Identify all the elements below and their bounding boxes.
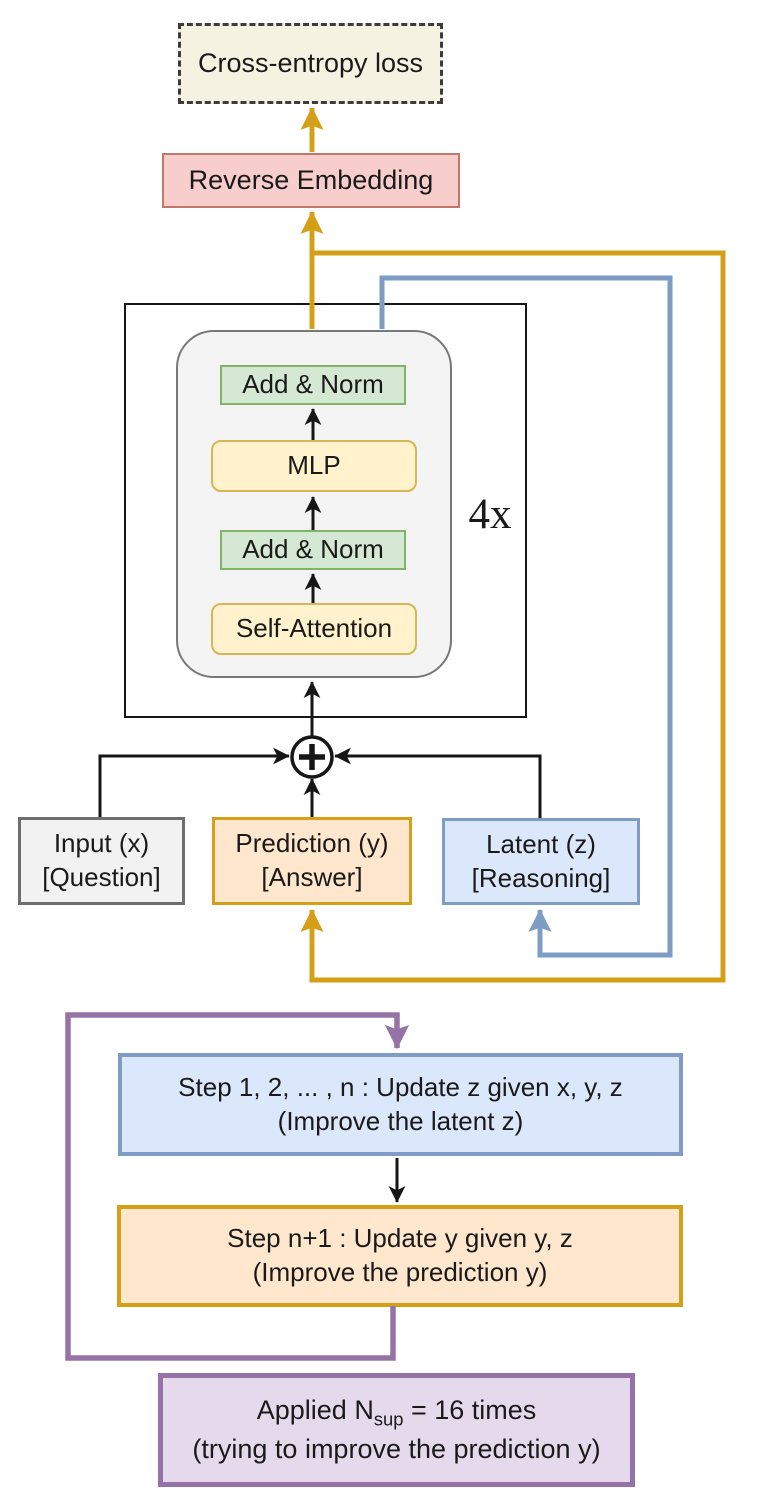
self-attention-label: Self-Attention <box>235 613 393 644</box>
add-combiner-icon <box>290 735 334 779</box>
self-attention-box: Self-Attention <box>211 603 417 655</box>
applied-n-sup-box: Applied Nsup = 16 times (trying to impro… <box>158 1373 635 1487</box>
input-x-title: Input (x) <box>53 828 150 859</box>
reverse-embedding-label: Reverse Embedding <box>188 164 434 195</box>
connector-input-to-combiner <box>98 747 290 817</box>
repeat-4x-label: 4x <box>468 491 512 539</box>
update-z-line1: Step 1, 2, ... , n : Update z given x, y… <box>178 1071 623 1102</box>
add-norm-bottom-box: Add & Norm <box>220 530 406 570</box>
update-y-line2: (Improve the prediction y) <box>252 1257 548 1287</box>
applied-subscript: sup <box>373 1408 404 1430</box>
cross-entropy-loss-box: Cross-entropy loss <box>178 23 443 104</box>
cross-entropy-loss-label: Cross-entropy loss <box>197 47 424 78</box>
applied-line2: (trying to improve the prediction y) <box>192 1433 601 1464</box>
reverse-embedding-box: Reverse Embedding <box>162 153 460 208</box>
input-x-subtitle: [Question] <box>42 862 161 892</box>
mlp-label: MLP <box>287 450 341 481</box>
update-z-step-box: Step 1, 2, ... , n : Update z given x, y… <box>118 1053 683 1156</box>
update-y-step-box: Step n+1 : Update y given y, z (Improve … <box>117 1205 683 1307</box>
latent-z-box: Latent (z) [Reasoning] <box>442 818 640 905</box>
prediction-y-box: Prediction (y) [Answer] <box>212 817 412 905</box>
add-norm-bottom-label: Add & Norm <box>242 534 384 565</box>
update-y-line1: Step n+1 : Update y given y, z <box>227 1223 573 1254</box>
connector-latent-to-combiner <box>334 747 542 818</box>
mlp-box: MLP <box>211 440 417 492</box>
latent-z-subtitle: [Reasoning] <box>471 862 611 893</box>
latent-z-title: Latent (z) <box>486 828 596 859</box>
prediction-y-subtitle: [Answer] <box>261 862 363 892</box>
prediction-y-title: Prediction (y) <box>235 828 389 859</box>
add-norm-top-box: Add & Norm <box>220 365 406 405</box>
applied-line1: Applied Nsup = 16 times <box>256 1395 537 1430</box>
input-x-box: Input (x) [Question] <box>18 817 185 905</box>
add-norm-top-label: Add & Norm <box>242 369 384 400</box>
update-z-line2: (Improve the latent z) <box>277 1105 524 1136</box>
